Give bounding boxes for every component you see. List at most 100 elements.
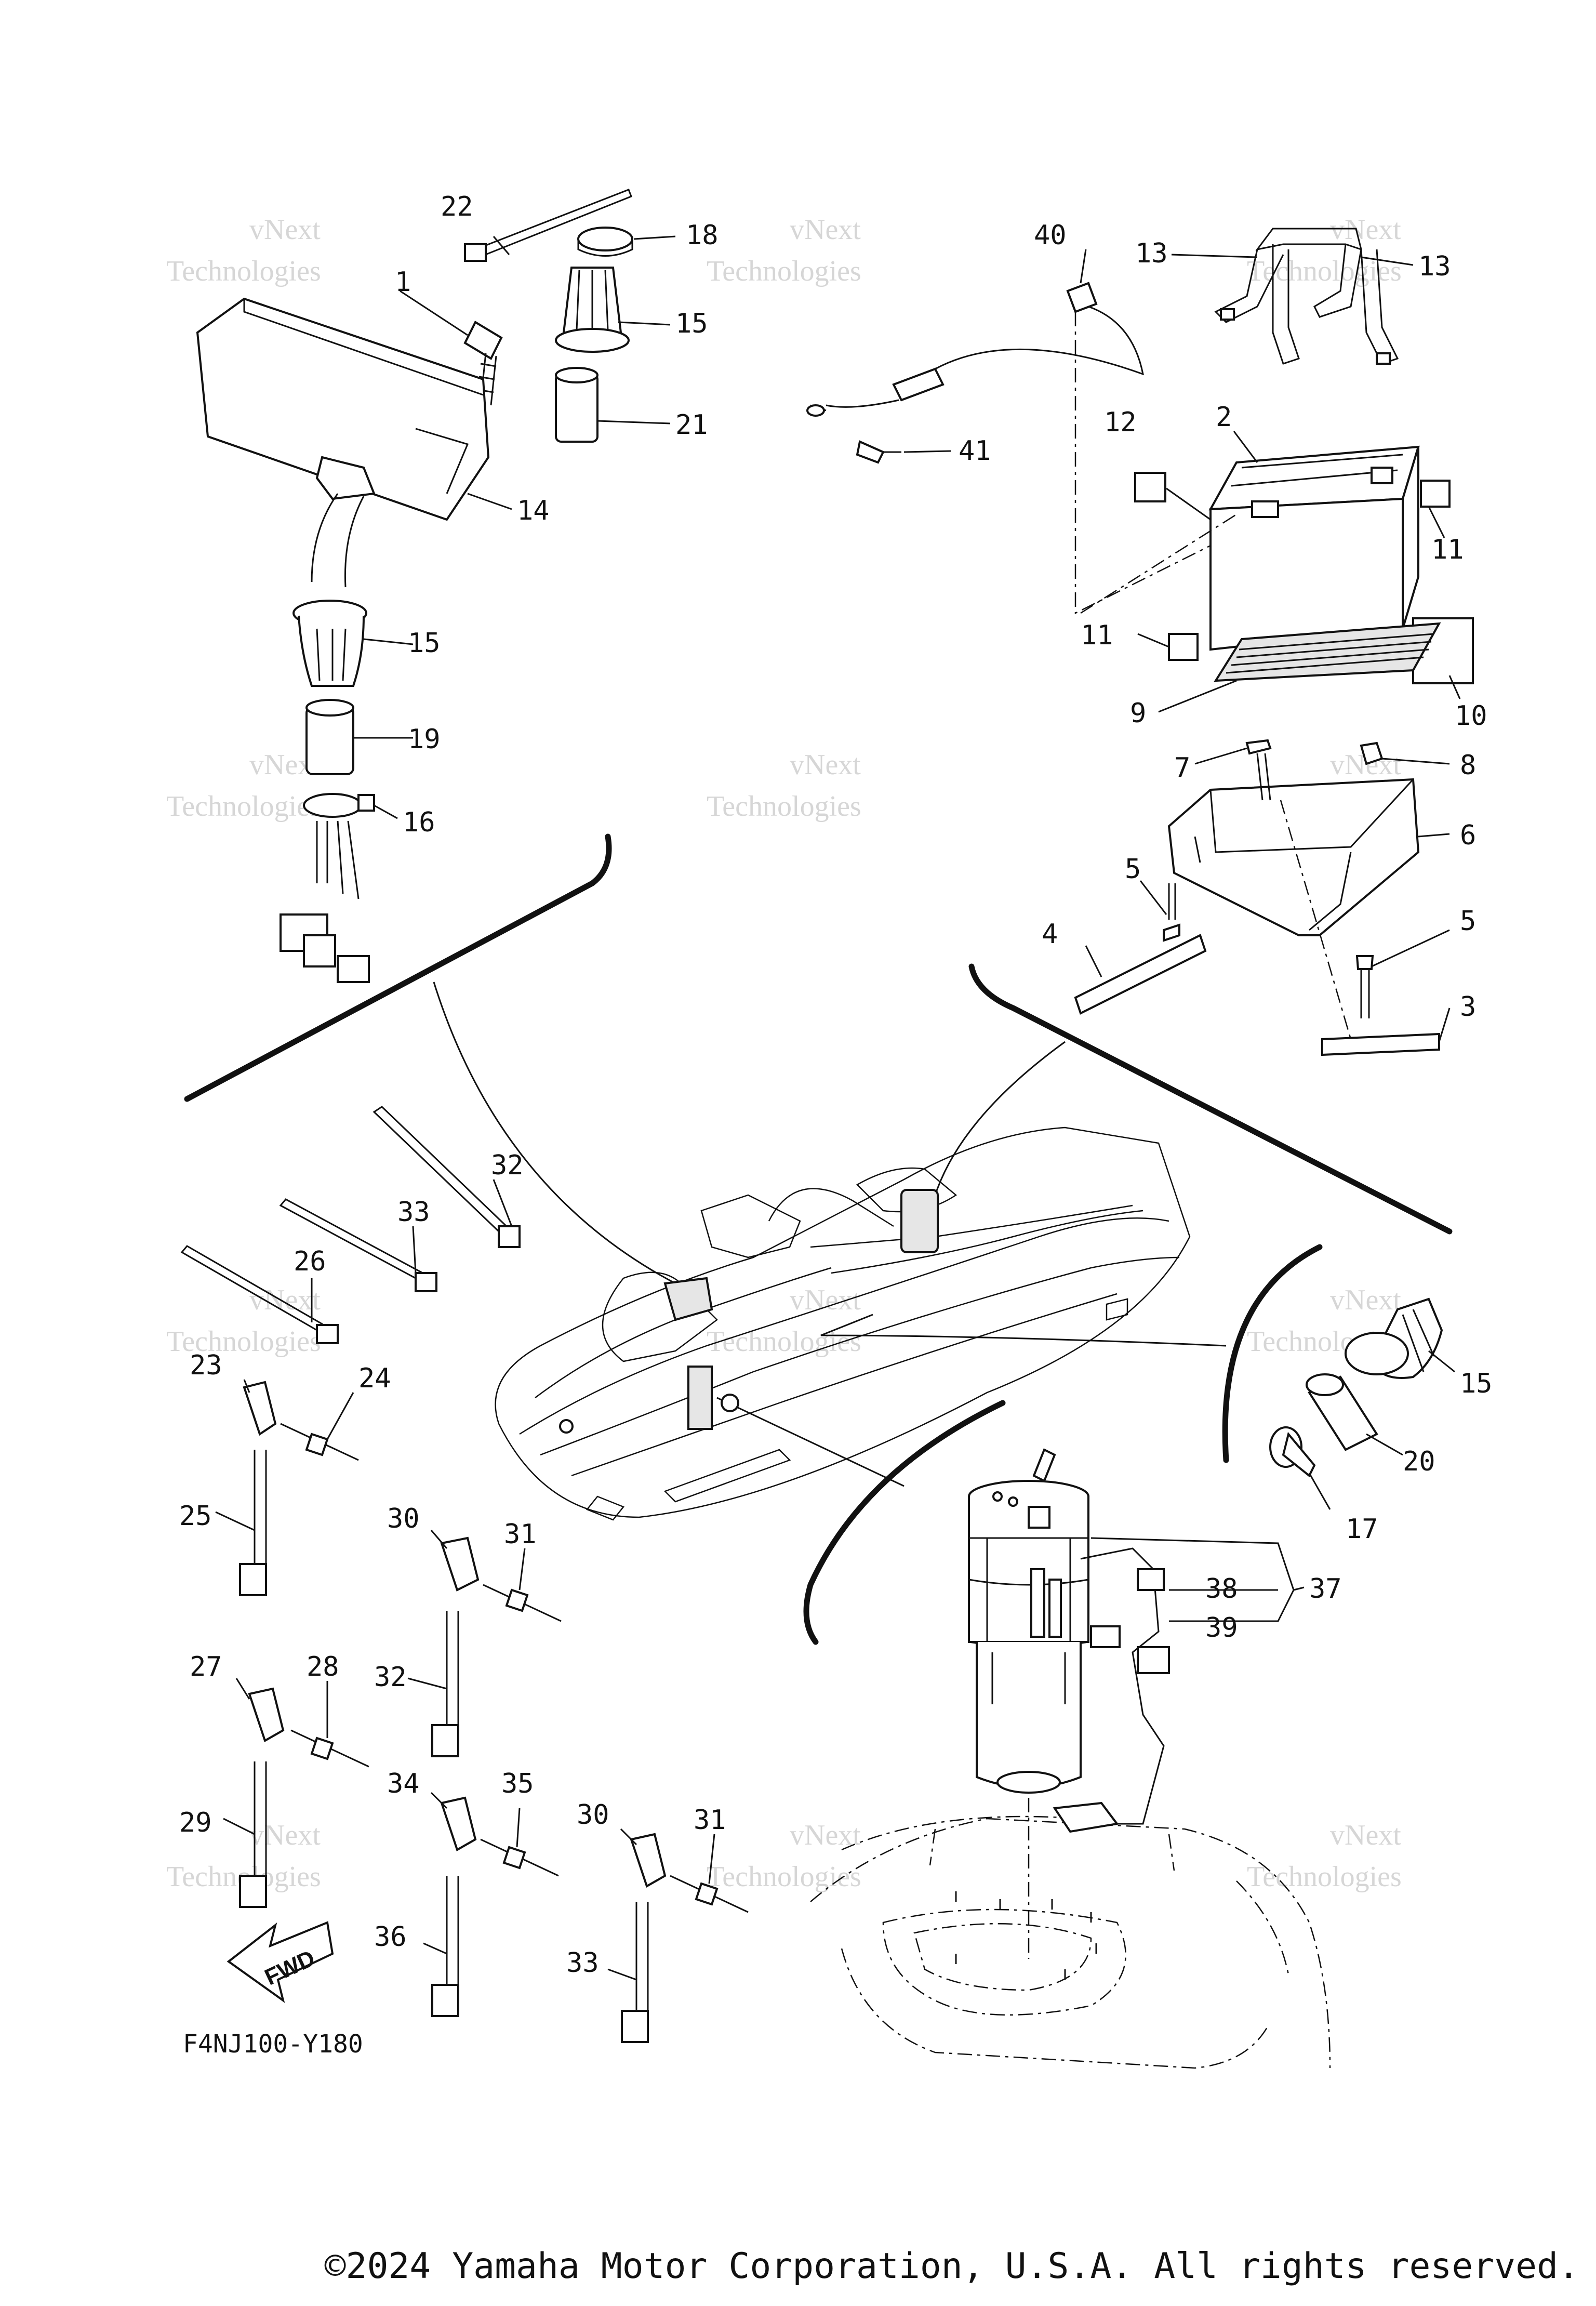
callout-30: 30: [577, 1799, 609, 1831]
fwd-arrow: FWD: [227, 1921, 334, 2003]
svg-text:vNext: vNext: [249, 214, 321, 246]
spacer-19: [305, 706, 354, 775]
arrow-to-pump: [716, 1397, 905, 1487]
clamp-30-lower: [630, 1833, 667, 1888]
electric-box-group: [196, 189, 676, 983]
pad-11-right: [1420, 480, 1451, 508]
divider-left: [184, 833, 612, 1102]
clamps-group: FWD: [180, 1106, 749, 2043]
copyright-notice: ©2024 Yamaha Motor Corporation, U.S.A. A…: [324, 2246, 1579, 2287]
callout-25: 25: [179, 1501, 212, 1532]
callout-22: 22: [441, 191, 473, 222]
svg-text:vNext: vNext: [1330, 214, 1401, 246]
callout-32: 32: [374, 1662, 407, 1693]
fuel-filter-group: [1269, 1297, 1455, 1510]
bracket-4: [1074, 934, 1207, 1015]
battery-location: [900, 1189, 939, 1253]
callout-26: 26: [294, 1246, 326, 1277]
svg-text:vNext: vNext: [790, 214, 861, 246]
callout-4: 4: [1042, 919, 1058, 950]
svg-text:Technologies: Technologies: [707, 255, 861, 287]
fuel-sender-coupler: [1053, 1801, 1119, 1833]
callout-5: 5: [1125, 854, 1141, 885]
callout-5: 5: [1460, 906, 1476, 937]
divider-fuel-pump: [803, 1400, 1006, 1645]
watermark: vNext Technologies: [707, 749, 861, 823]
callout-11: 11: [1081, 620, 1113, 651]
callout-8: 8: [1460, 750, 1476, 781]
svg-text:vNext: vNext: [1330, 1284, 1401, 1316]
bracket-3: [1321, 1032, 1440, 1056]
clamp-27: [248, 1687, 285, 1742]
watermark: vNext Technologies: [707, 214, 861, 287]
watermarks: vNext Technologies vNext Technologies vN…: [166, 214, 1402, 1893]
clamp-30-upper: [440, 1536, 480, 1592]
lead-wire-40: [1066, 282, 1098, 313]
clip-5-left: [1168, 883, 1176, 920]
callout-13: 13: [1135, 238, 1168, 269]
callout-41: 41: [959, 435, 991, 467]
section-dividers: [184, 833, 1453, 1645]
callout-10: 10: [1455, 700, 1487, 732]
band-32: [446, 1611, 459, 1725]
callout-7: 7: [1174, 752, 1190, 784]
bolt-1: [463, 321, 503, 360]
callout-19: 19: [408, 724, 441, 755]
fuel-pump-group: [810, 1448, 1331, 2069]
callout-23: 23: [190, 1350, 222, 1381]
callout-31: 31: [504, 1519, 537, 1550]
callout-36: 36: [374, 1921, 407, 1953]
box-location: [663, 1277, 713, 1321]
watermark: vNext Technologies: [1247, 1819, 1402, 1893]
svg-text:Technologies: Technologies: [166, 790, 321, 823]
callout-9: 9: [1130, 698, 1146, 729]
svg-text:vNext: vNext: [1330, 1819, 1401, 1851]
cap-18: [577, 227, 633, 251]
callout-14: 14: [517, 495, 550, 526]
clamp-23: [243, 1381, 277, 1436]
callout-13: 13: [1418, 251, 1451, 282]
callout-29: 29: [179, 1807, 212, 1838]
watermark: vNext Technologies: [166, 1284, 321, 1358]
svg-text:Technologies: Technologies: [1247, 1861, 1402, 1893]
arrow-to-battery: [934, 1041, 1066, 1196]
callout-18: 18: [686, 220, 719, 251]
callout-28: 28: [307, 1651, 339, 1682]
pump-component: [1030, 1568, 1045, 1638]
callout-40: 40: [1034, 220, 1067, 251]
battery-group: [806, 228, 1474, 1056]
callout-11: 11: [1431, 534, 1464, 565]
watermark: vNext Technologies: [166, 1819, 321, 1893]
callout-2: 2: [1216, 402, 1232, 433]
callout-37: 37: [1309, 1573, 1342, 1605]
callout-33: 33: [397, 1197, 430, 1228]
callout-39: 39: [1205, 1612, 1238, 1644]
pad-11-left: [1168, 633, 1199, 661]
callout-16: 16: [403, 807, 435, 838]
screw-41: [856, 440, 885, 464]
svg-text:Technologies: Technologies: [707, 1326, 861, 1358]
band-29: [254, 1761, 267, 1876]
band-25: [254, 1450, 267, 1564]
callout-17: 17: [1346, 1514, 1378, 1545]
clip-5-right: [1360, 966, 1370, 1018]
callout-34: 34: [387, 1768, 420, 1799]
callout-21: 21: [675, 409, 708, 441]
watercraft-hull: [495, 1127, 1191, 1521]
band-33: [635, 1902, 649, 2011]
svg-text:Technologies: Technologies: [707, 790, 861, 823]
coupler-39: [1090, 1625, 1121, 1648]
callout-6: 6: [1460, 820, 1476, 851]
callout-12: 12: [1104, 407, 1137, 438]
callout-27: 27: [190, 1651, 222, 1682]
callout-31: 31: [694, 1805, 726, 1836]
callout-38: 38: [1205, 1573, 1238, 1605]
fuel-tank-outline: [810, 1818, 1331, 2069]
spacer-21: [555, 373, 598, 443]
callout-15: 15: [408, 628, 441, 659]
bolt-7: [1245, 739, 1272, 755]
coupler-38: [1137, 1568, 1165, 1591]
svg-text:Technologies: Technologies: [166, 1326, 321, 1358]
callout-20: 20: [1403, 1446, 1435, 1477]
